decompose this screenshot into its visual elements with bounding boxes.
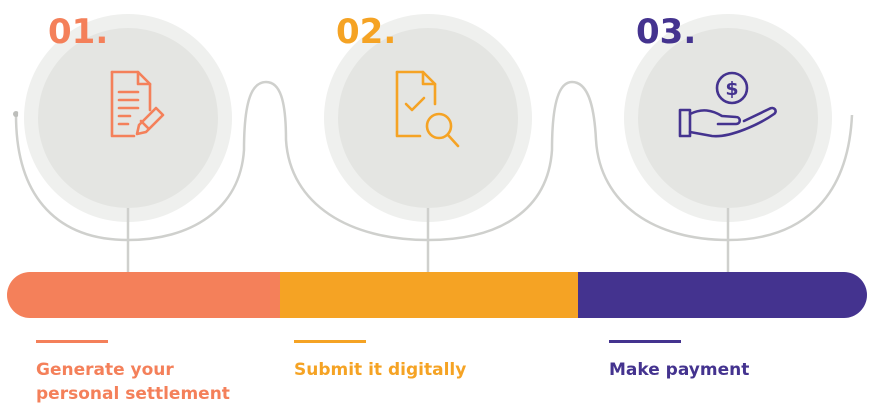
- progress-segment-3: [578, 272, 867, 318]
- step-label-3: Make payment: [609, 360, 750, 380]
- progress-segment-2: [280, 272, 578, 318]
- step-number-2: 02.: [336, 12, 397, 52]
- document-search-icon: [395, 70, 460, 148]
- step-number-1: 01.: [48, 12, 109, 52]
- accent-line-1: [36, 340, 108, 343]
- progress-bar: [7, 272, 867, 318]
- accent-line-2: [294, 340, 366, 343]
- step-circle-1: [18, 8, 238, 228]
- step-circle-2: [318, 8, 538, 228]
- hand-coin-icon: [678, 71, 777, 138]
- step-label-1: Generate your personal settlement: [36, 360, 230, 404]
- connector-end-dot: [13, 111, 19, 117]
- step-number-3: 03.: [636, 12, 697, 52]
- step-circle-3: [618, 8, 838, 228]
- accent-line-3: [609, 340, 681, 343]
- step-label-2: Submit it digitally: [294, 360, 467, 380]
- document-edit-icon: [110, 70, 165, 138]
- dollar-symbol: $: [725, 78, 738, 100]
- progress-segment-1: [7, 272, 280, 318]
